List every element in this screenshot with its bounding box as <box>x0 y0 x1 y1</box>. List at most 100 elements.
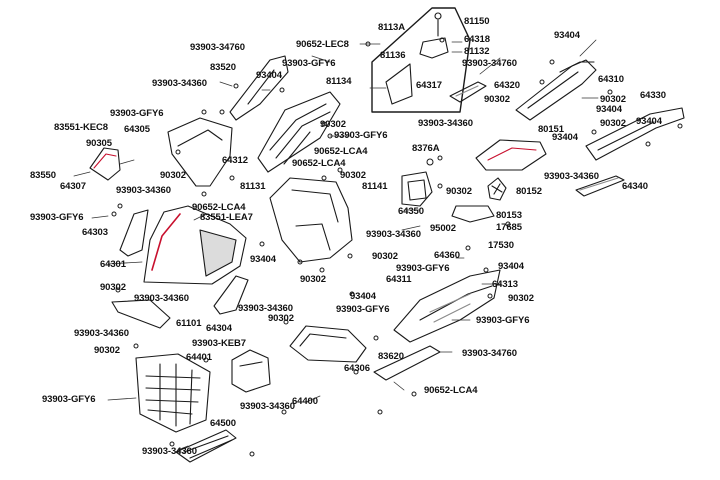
part-label: 93903-34360 <box>142 446 197 457</box>
part-label: 93404 <box>596 104 622 115</box>
fasteners <box>111 41 683 457</box>
part-80151-cowl <box>475 139 547 171</box>
part-label: 8376A <box>412 143 440 154</box>
part-label: 95002 <box>430 223 456 234</box>
part-64307-cap <box>89 147 121 181</box>
part-label: 64350 <box>398 206 424 217</box>
part-64330-rail <box>585 107 685 161</box>
part-label: 93903-GFY6 <box>282 58 336 69</box>
part-label: 93404 <box>256 70 282 81</box>
part-label: 90652-LCA4 <box>192 202 246 213</box>
part-label: 93404 <box>552 132 578 143</box>
part-label: 93903-34360 <box>544 171 599 182</box>
part-label: 64330 <box>640 90 666 101</box>
part-label: 64306 <box>344 363 370 374</box>
part-label: 93404 <box>636 116 662 127</box>
part-8113A-box-group <box>371 7 471 113</box>
part-64310-rail <box>515 59 597 121</box>
part-label: 64312 <box>222 155 248 166</box>
part-label: 81134 <box>326 76 352 87</box>
part-label: 90302 <box>508 293 534 304</box>
part-label: 90302 <box>94 345 120 356</box>
part-label: 64304 <box>206 323 232 334</box>
part-label: 80153 <box>496 210 522 221</box>
part-label: 93903-34360 <box>238 303 293 314</box>
part-label: 93903-GFY6 <box>110 108 164 119</box>
part-81141-box <box>401 171 433 207</box>
part-64340-strip <box>575 175 625 197</box>
part-label: 64310 <box>598 74 624 85</box>
part-64500-mesh <box>175 429 237 463</box>
part-label: 93903-34360 <box>152 78 207 89</box>
part-label: 64317 <box>416 80 442 91</box>
part-label: 83551-KEC8 <box>54 122 108 133</box>
part-label: 64303 <box>82 227 108 238</box>
part-label: 93404 <box>250 254 276 265</box>
part-label: 90652-LCA4 <box>424 385 478 396</box>
part-label: 93903-GFY6 <box>42 394 96 405</box>
part-label: 90302 <box>100 282 126 293</box>
part-83520-panel <box>229 55 289 121</box>
part-label: 93903-GFY6 <box>30 212 84 223</box>
part-label: 90302 <box>372 251 398 262</box>
part-label: 93903-34760 <box>462 58 517 69</box>
part-label: 90302 <box>484 94 510 105</box>
part-64304-trim <box>213 275 249 315</box>
part-label: 90302 <box>340 170 366 181</box>
part-64320-strip <box>449 81 487 103</box>
part-label: 93903-GFY6 <box>336 304 390 315</box>
part-label: 64311 <box>386 274 412 285</box>
part-label: 90652-LEC8 <box>296 39 349 50</box>
part-label: 93903-34360 <box>366 229 421 240</box>
part-label: 93903-34360 <box>418 118 473 129</box>
part-label: 93903-GFY6 <box>334 130 388 141</box>
part-label: 93404 <box>554 30 580 41</box>
part-label: 83520 <box>210 62 236 73</box>
part-label: 90302 <box>268 313 294 324</box>
part-label: 93903-KEB7 <box>192 338 246 349</box>
part-label: 90302 <box>160 170 186 181</box>
part-label: 90302 <box>300 274 326 285</box>
part-label: 64401 <box>186 352 212 363</box>
part-label: 64320 <box>494 80 520 91</box>
part-label: 93404 <box>350 291 376 302</box>
part-label: 90302 <box>600 94 626 105</box>
part-81131-center-panel <box>269 177 353 263</box>
part-label: 64400 <box>292 396 318 407</box>
part-64306-trim <box>289 325 367 363</box>
part-label: 8113A <box>378 22 405 33</box>
part-label: 64305 <box>124 124 150 135</box>
part-label: 93903-34360 <box>240 401 295 412</box>
part-label: 17685 <box>496 222 522 233</box>
part-label: 80151 <box>538 124 564 135</box>
part-label: 64318 <box>464 34 490 45</box>
part-label: 81136 <box>380 50 406 61</box>
part-label: 93903-GFY6 <box>396 263 450 274</box>
part-label: 90302 <box>320 119 346 130</box>
part-label: 64360 <box>434 250 460 261</box>
part-64401-box <box>231 349 271 393</box>
part-label: 80152 <box>516 186 542 197</box>
part-64312-grille-panel <box>257 91 341 173</box>
part-label: 90305 <box>86 138 112 149</box>
part-label: 81141 <box>362 181 388 192</box>
part-label: 83550 <box>30 170 56 181</box>
part-label: 93903-34360 <box>134 293 189 304</box>
part-label: 17530 <box>488 240 514 251</box>
part-label: 90302 <box>600 118 626 129</box>
part-label: 90302 <box>446 186 472 197</box>
part-label: 90652-LCA4 <box>292 158 346 169</box>
part-label: 93903-34760 <box>462 348 517 359</box>
part-64303-piece <box>119 209 149 257</box>
part-label: 64301 <box>100 259 126 270</box>
part-label: 93903-34360 <box>116 185 171 196</box>
part-64301-front-panel <box>143 205 247 285</box>
part-label: 83551-LEA7 <box>200 212 253 223</box>
part-label: 83620 <box>378 351 404 362</box>
part-label: 81131 <box>240 181 266 192</box>
part-label: 93903-GFY6 <box>476 315 530 326</box>
part-label: 93903-34360 <box>74 328 129 339</box>
part-64305-panel <box>167 117 233 187</box>
part-80152-grille <box>487 177 507 201</box>
